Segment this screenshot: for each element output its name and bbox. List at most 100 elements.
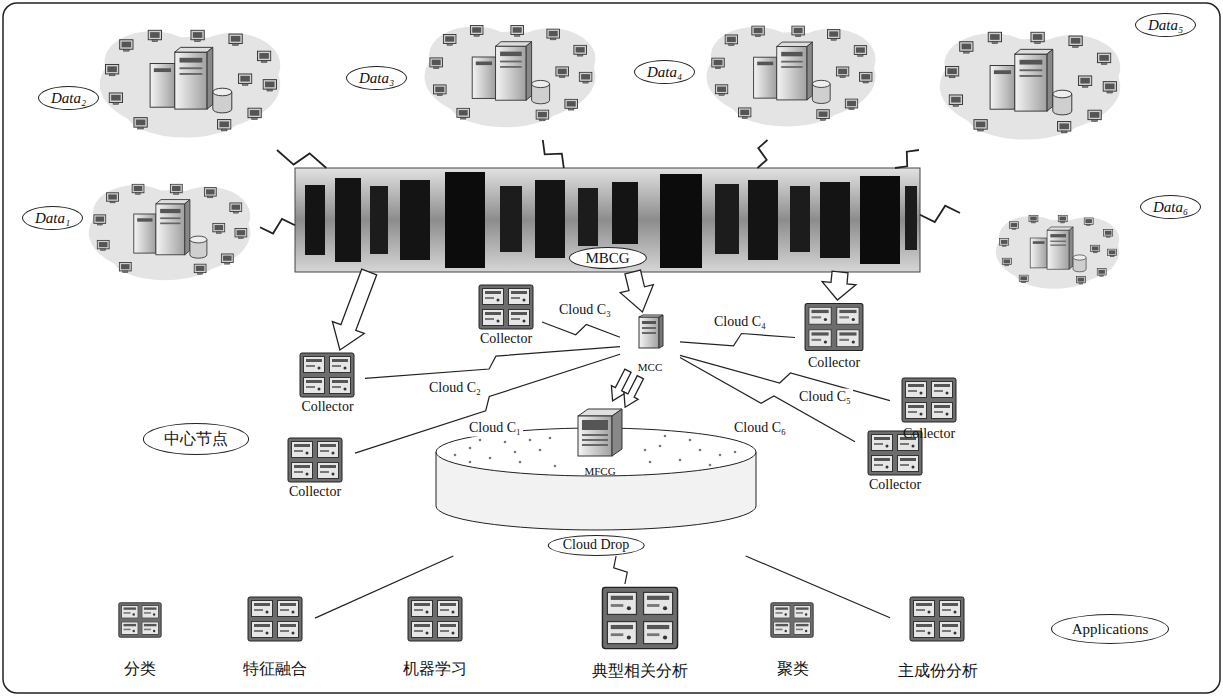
rack bbox=[445, 172, 485, 268]
pool-label: Cloud Drop bbox=[548, 535, 645, 556]
cluster-label: Data₄ bbox=[634, 60, 695, 84]
lightning-link bbox=[614, 556, 628, 584]
drop bbox=[489, 457, 492, 460]
rack bbox=[305, 185, 325, 255]
rack bbox=[335, 178, 361, 262]
lightning-link bbox=[543, 140, 564, 168]
data-cluster: Data₆ bbox=[960, 180, 1208, 290]
drop bbox=[699, 449, 702, 452]
link-line bbox=[315, 556, 453, 618]
hollow-arrow bbox=[332, 269, 376, 350]
data-cluster: Data₄ bbox=[630, 15, 880, 140]
tag-oval: 中心节点 bbox=[143, 423, 249, 454]
lightning-link bbox=[920, 206, 960, 222]
cluster-label: Data₅ bbox=[1135, 13, 1196, 37]
application-icon bbox=[119, 603, 161, 638]
lightning-line bbox=[614, 556, 628, 584]
band-label: MBCG bbox=[568, 247, 646, 269]
lightning-line bbox=[680, 334, 795, 346]
application-node: 聚类 bbox=[765, 596, 820, 678]
link-line bbox=[746, 556, 890, 618]
server-cluster bbox=[940, 32, 1121, 139]
rack bbox=[400, 180, 430, 260]
lightning-line bbox=[895, 150, 919, 168]
server-icon bbox=[578, 409, 622, 456]
application-label: 分类 bbox=[124, 659, 156, 678]
lightning-line bbox=[365, 347, 620, 379]
lightning-link bbox=[260, 219, 295, 234]
application-icon bbox=[910, 597, 964, 641]
lightning-link bbox=[895, 150, 919, 168]
collector-node: Collector bbox=[890, 375, 968, 443]
collector-node: Collector bbox=[290, 350, 365, 416]
application-icon bbox=[602, 587, 677, 648]
application-node: 主成份分析 bbox=[890, 596, 985, 680]
drop bbox=[469, 447, 472, 450]
cloud-drop-pool: Cloud Drop bbox=[435, 428, 757, 556]
server-band: MBCG bbox=[295, 168, 920, 272]
application-label: 特征融合 bbox=[243, 659, 307, 678]
lightning-link bbox=[277, 150, 326, 168]
collector-node: Collector bbox=[275, 435, 355, 501]
hollow-arrow bbox=[620, 270, 653, 312]
drop bbox=[549, 437, 552, 440]
lightning-link bbox=[680, 355, 890, 400]
collector-label: Collector bbox=[289, 484, 341, 501]
collector-label: Collector bbox=[301, 399, 353, 416]
cluster-label: Data₂ bbox=[38, 86, 99, 110]
collector-label: Collector bbox=[869, 477, 921, 494]
lightning-link bbox=[758, 140, 768, 168]
collector-node: Collector bbox=[795, 300, 873, 372]
rack bbox=[500, 186, 522, 252]
lightning-line bbox=[680, 355, 890, 400]
application-icon bbox=[408, 597, 462, 641]
drop bbox=[529, 439, 532, 442]
drop bbox=[644, 449, 647, 452]
hollow-arrow bbox=[332, 269, 376, 350]
edge-label: Cloud C₅ bbox=[797, 389, 853, 406]
drop bbox=[659, 445, 662, 448]
rack bbox=[535, 180, 565, 258]
hollow-arrow bbox=[822, 271, 856, 300]
collector-label: Collector bbox=[480, 331, 532, 348]
application-node: 分类 bbox=[110, 596, 170, 678]
drop bbox=[734, 451, 737, 454]
data-cluster: Data₃ bbox=[340, 18, 600, 140]
hollow-arrow bbox=[611, 369, 643, 407]
data-cluster: Data₁ bbox=[12, 180, 260, 285]
application-label: 主成份分析 bbox=[898, 661, 978, 680]
cluster-label: Data₆ bbox=[1140, 195, 1201, 219]
edge-label: Cloud C₂ bbox=[427, 380, 483, 397]
collector-node: Collector bbox=[855, 428, 935, 494]
server-cluster bbox=[996, 215, 1120, 288]
drop bbox=[469, 461, 472, 464]
server-cluster bbox=[89, 184, 251, 280]
hollow-arrow bbox=[624, 376, 644, 408]
collector-icon bbox=[300, 353, 354, 397]
rack bbox=[905, 186, 917, 250]
rack bbox=[820, 182, 850, 258]
rack bbox=[612, 182, 638, 244]
control-server: MCC bbox=[620, 312, 680, 374]
oval-label: Applications bbox=[1072, 620, 1149, 638]
tag-oval: Applications bbox=[1051, 614, 1170, 644]
application-node: 特征融合 bbox=[235, 594, 315, 678]
lightning-line bbox=[758, 140, 768, 168]
link-line bbox=[315, 556, 453, 618]
collector-icon bbox=[288, 438, 342, 482]
edge-label: Cloud C₄ bbox=[712, 314, 768, 331]
edge-label: Cloud C₁ bbox=[467, 420, 523, 437]
server-cluster bbox=[706, 26, 875, 127]
collector-icon bbox=[902, 378, 956, 422]
collector-label: Collector bbox=[808, 355, 860, 372]
drop bbox=[679, 459, 682, 462]
lightning-line bbox=[542, 322, 620, 337]
drop bbox=[689, 439, 692, 442]
link-line bbox=[746, 556, 890, 618]
server-cluster bbox=[100, 30, 281, 137]
data-cluster: Data₅ bbox=[880, 8, 1205, 150]
server-cluster bbox=[425, 26, 596, 128]
